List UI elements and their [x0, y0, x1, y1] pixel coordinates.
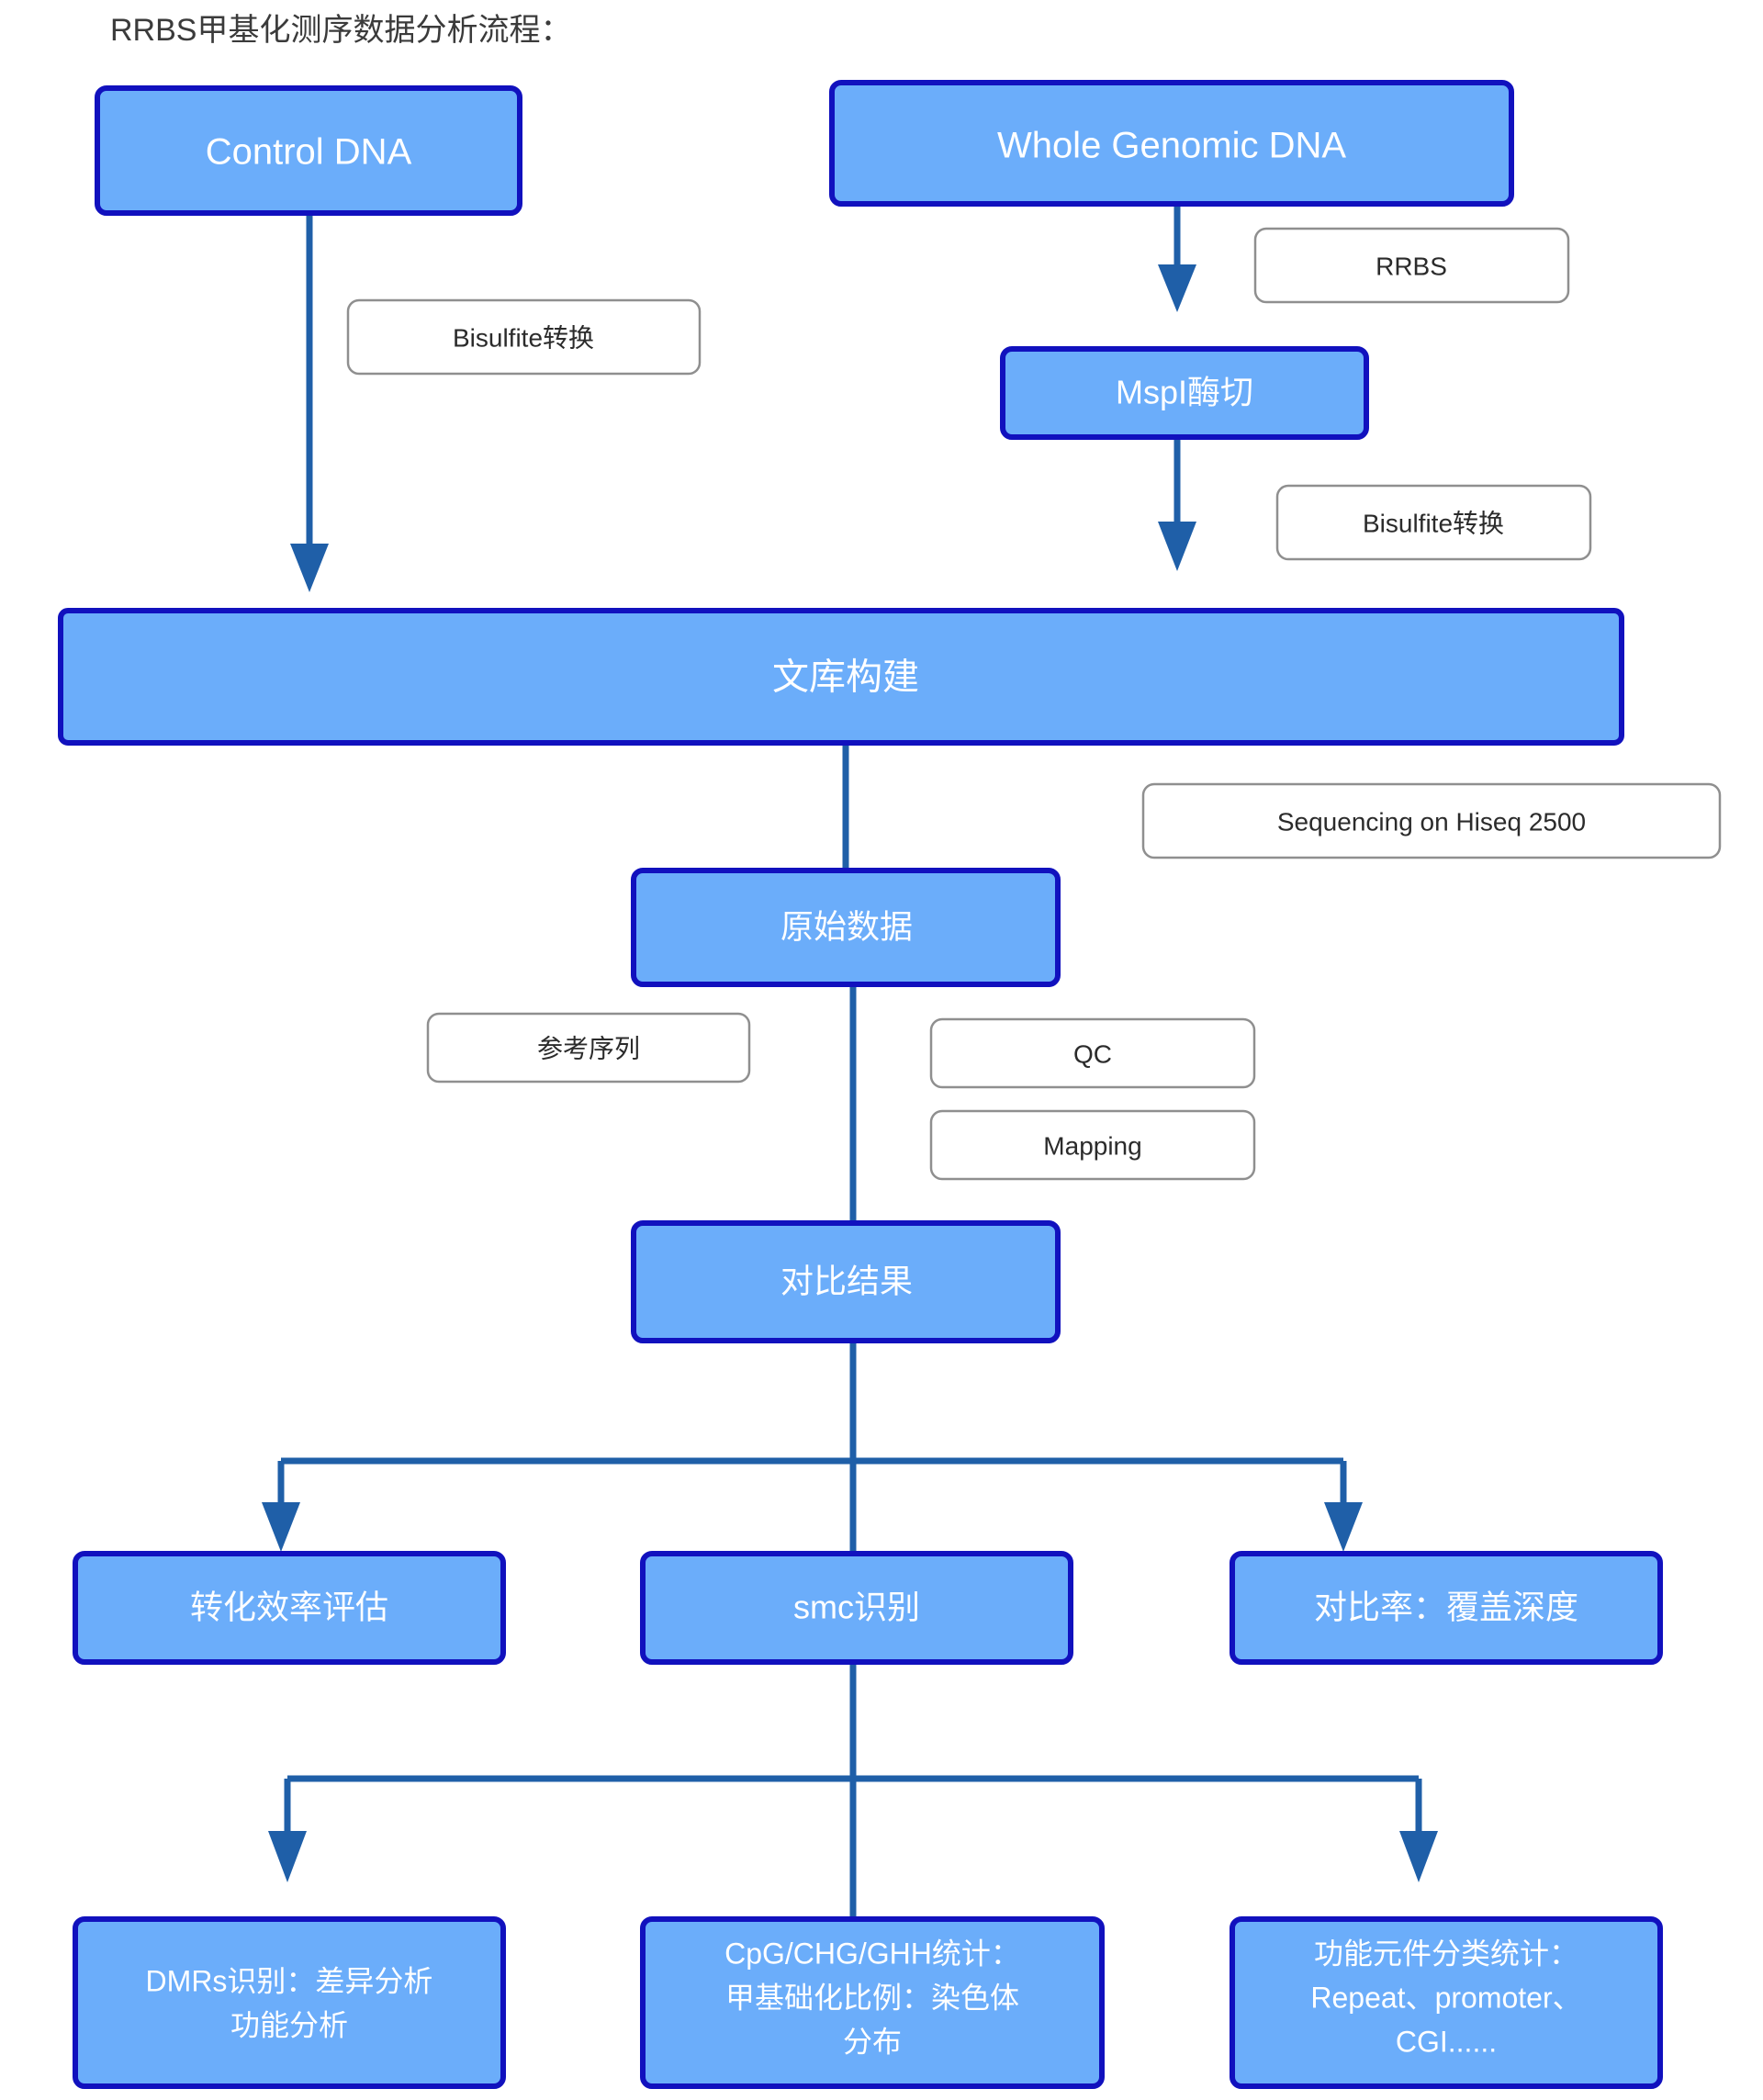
node-cpg-statistics[interactable]: CpG/CHG/GHH统计： 甲基础化比例：染色体 分布 [640, 1916, 1105, 2089]
page-title: RRBS甲基化测序数据分析流程： [110, 13, 571, 48]
note-reference-sequence-label: 参考序列 [537, 1034, 640, 1062]
note-sequencing[interactable]: Sequencing on Hiseq 2500 [1141, 782, 1722, 859]
node-alignment-result-label: 对比结果 [780, 1263, 913, 1300]
node-conversion-efficiency[interactable]: 转化效率评估 [73, 1551, 506, 1665]
note-rrbs-label: RRBS [1376, 252, 1447, 280]
node-whole-genomic-dna-shape[interactable] [829, 80, 1514, 207]
node-functional-element-statistics-label-line1: 功能元件分类统计： [1314, 1937, 1578, 1970]
node-mspi-digestion-shape[interactable] [1000, 346, 1369, 440]
note-qc-label: QC [1073, 1039, 1112, 1068]
node-alignment-result-shape[interactable] [631, 1220, 1061, 1343]
node-raw-data-label: 原始数据 [780, 908, 913, 946]
note-qc[interactable]: QC [929, 1017, 1256, 1089]
note-sequencing-label: Sequencing on Hiseq 2500 [1277, 807, 1586, 836]
note-reference-sequence-shape[interactable] [426, 1012, 751, 1084]
node-raw-data-shape[interactable] [631, 868, 1061, 987]
node-functional-element-statistics-label-line2: Repeat、promoter、 [1310, 1981, 1581, 2014]
note-mapping-label: Mapping [1043, 1131, 1141, 1160]
note-rrbs-shape[interactable] [1253, 227, 1570, 304]
node-smc-identification-shape[interactable] [640, 1551, 1073, 1665]
node-conversion-efficiency-shape[interactable] [73, 1551, 506, 1665]
node-library-construction-shape[interactable] [58, 608, 1624, 746]
connector-genomic-to-mspi [1158, 203, 1196, 312]
connector-align-to-branches [262, 1341, 1363, 1611]
node-dmrs-identification[interactable]: DMRs识别：差异分析 功能分析 [73, 1916, 506, 2089]
note-mapping-shape[interactable] [929, 1109, 1256, 1181]
node-conversion-efficiency-label: 转化效率评估 [190, 1589, 388, 1626]
node-mapping-rate-depth-shape[interactable] [1230, 1551, 1663, 1665]
note-mapping[interactable]: Mapping [929, 1109, 1256, 1181]
node-mspi-digestion-label: MspI酶切 [1116, 374, 1253, 411]
note-bisulfite-left[interactable]: Bisulfite转换 [346, 298, 702, 376]
node-cpg-statistics-label-line2: 甲基础化比例：染色体 [725, 1981, 1019, 2014]
node-mspi-digestion[interactable]: MspI酶切 [1000, 346, 1369, 440]
node-whole-genomic-dna[interactable]: Whole Genomic DNA [829, 80, 1514, 207]
node-library-construction[interactable]: 文库构建 [58, 608, 1624, 746]
node-library-construction-label: 文库构建 [772, 657, 919, 698]
node-control-dna-label: Control DNA [206, 132, 412, 173]
note-reference-sequence[interactable]: 参考序列 [426, 1012, 751, 1084]
node-mapping-rate-depth[interactable]: 对比率：覆盖深度 [1230, 1551, 1663, 1665]
node-mapping-rate-depth-label: 对比率：覆盖深度 [1314, 1589, 1578, 1626]
node-smc-identification[interactable]: smc识别 [640, 1551, 1073, 1665]
connector-mspi-to-library [1158, 436, 1196, 571]
node-cpg-statistics-label-line3: 分布 [843, 2025, 902, 2058]
node-functional-element-statistics-label-line3: CGI...... [1396, 2025, 1497, 2058]
note-bisulfite-right[interactable]: Bisulfite转换 [1275, 484, 1592, 561]
node-alignment-result[interactable]: 对比结果 [631, 1220, 1061, 1343]
node-dmrs-identification-label-line2: 功能分析 [230, 2008, 348, 2041]
node-cpg-statistics-label-line1: CpG/CHG/GHH统计： [724, 1937, 1020, 1970]
node-smc-identification-label: smc识别 [793, 1589, 920, 1626]
node-functional-element-statistics-shape[interactable] [1230, 1916, 1663, 2089]
connector-control-to-library [290, 213, 329, 592]
note-bisulfite-right-shape[interactable] [1275, 484, 1592, 561]
node-control-dna-shape[interactable] [95, 85, 522, 216]
node-whole-genomic-dna-label: Whole Genomic DNA [997, 126, 1346, 166]
node-dmrs-identification-label-line1: DMRs识别：差异分析 [146, 1964, 433, 1997]
node-dmrs-identification-shape[interactable] [73, 1916, 506, 2089]
note-qc-shape[interactable] [929, 1017, 1256, 1089]
node-cpg-statistics-shape[interactable] [640, 1916, 1105, 2089]
note-rrbs[interactable]: RRBS [1253, 227, 1570, 304]
note-bisulfite-right-label: Bisulfite转换 [1363, 509, 1504, 537]
node-raw-data[interactable]: 原始数据 [631, 868, 1061, 987]
note-sequencing-shape[interactable] [1141, 782, 1722, 859]
note-bisulfite-left-shape[interactable] [346, 298, 702, 376]
connector-smc-to-branches [268, 1664, 1438, 1951]
node-functional-element-statistics[interactable]: 功能元件分类统计： Repeat、promoter、 CGI...... [1230, 1916, 1663, 2089]
node-control-dna[interactable]: Control DNA [95, 85, 522, 216]
note-bisulfite-left-label: Bisulfite转换 [453, 323, 594, 352]
